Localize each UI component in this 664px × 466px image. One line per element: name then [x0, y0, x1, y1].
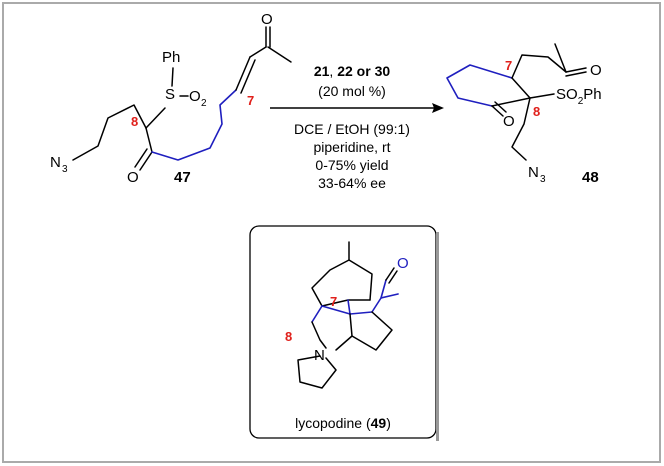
product-locant-7: 7	[505, 58, 512, 73]
reactant-compound-number: 47	[174, 169, 191, 186]
product-ketone-o-label: O	[590, 62, 602, 79]
reactant-azide-n-label: N	[50, 154, 61, 171]
ee-label: 33-64% ee	[318, 175, 386, 191]
solvent-label: DCE / EtOH (99:1)	[294, 121, 410, 137]
lycopodine-box-shadow	[436, 232, 439, 441]
reactant-s-label: S	[165, 86, 175, 103]
product-azide-subscript: 3	[540, 174, 546, 185]
lycopodine-locant-7: 7	[330, 294, 337, 309]
reactant-ph-label: Ph	[162, 49, 180, 66]
reactant-locant-8: 8	[131, 114, 138, 129]
product-so2ph-label: SO2Ph	[556, 86, 602, 107]
yield-label: 0-75% yield	[315, 157, 388, 173]
lycopodine-locant-8: 8	[285, 329, 292, 344]
product-structure	[446, 43, 587, 161]
lycopodine-n-label: N	[314, 347, 325, 364]
lycopodine-caption: lycopodine (49)	[295, 415, 391, 431]
product-ring-o-label: O	[503, 113, 515, 130]
product-azide-n-label: N	[528, 164, 539, 181]
product-compound-number: 48	[582, 169, 599, 186]
catalyst-loading: (20 mol %)	[318, 83, 386, 99]
lycopodine-o-label: O	[397, 255, 409, 272]
reactant-locant-7: 7	[247, 93, 254, 108]
reactant-so2-subscript: 2	[201, 98, 207, 109]
lycopodine-structure	[297, 241, 399, 389]
reactant-so2-o-label: O	[189, 88, 201, 105]
product-locant-8: 8	[533, 104, 540, 119]
catalysts-label: 21, 22 or 30	[314, 63, 391, 79]
additive-label: piperidine, rt	[313, 139, 390, 155]
reactant-azide-subscript: 3	[62, 164, 68, 175]
reaction-arrow	[270, 103, 444, 113]
reactant-ketone-o-label: O	[127, 169, 139, 186]
reactant-enone-o-label: O	[261, 11, 273, 28]
reactant-structure	[72, 26, 292, 171]
